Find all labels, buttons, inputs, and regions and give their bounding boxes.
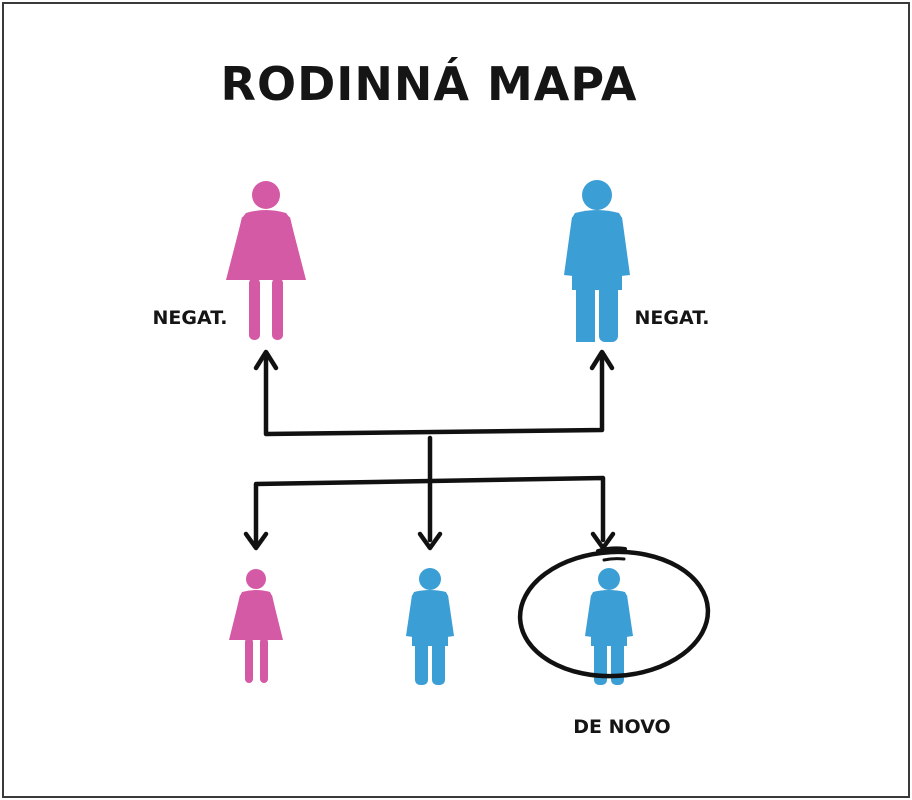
arrow-to-father bbox=[589, 349, 615, 371]
mother-figure bbox=[226, 181, 306, 340]
mother-status-label: NEGAT. bbox=[153, 307, 228, 329]
de-novo-son-figure bbox=[585, 568, 633, 685]
father-status-label: NEGAT. bbox=[635, 307, 710, 329]
daughter-figure bbox=[229, 569, 283, 683]
children-connector-line bbox=[253, 475, 606, 546]
son-figure bbox=[406, 568, 454, 685]
parents-connector-line bbox=[263, 354, 605, 437]
de-novo-highlight-circle bbox=[517, 546, 711, 679]
arrow-to-mother bbox=[253, 349, 279, 371]
diagram-title: RODINNÁ MAPA bbox=[221, 57, 638, 111]
de-novo-label: DE NOVO bbox=[573, 716, 670, 738]
arrow-to-daughter bbox=[243, 531, 269, 551]
arrow-to-son bbox=[417, 531, 443, 551]
father-figure bbox=[564, 180, 630, 342]
